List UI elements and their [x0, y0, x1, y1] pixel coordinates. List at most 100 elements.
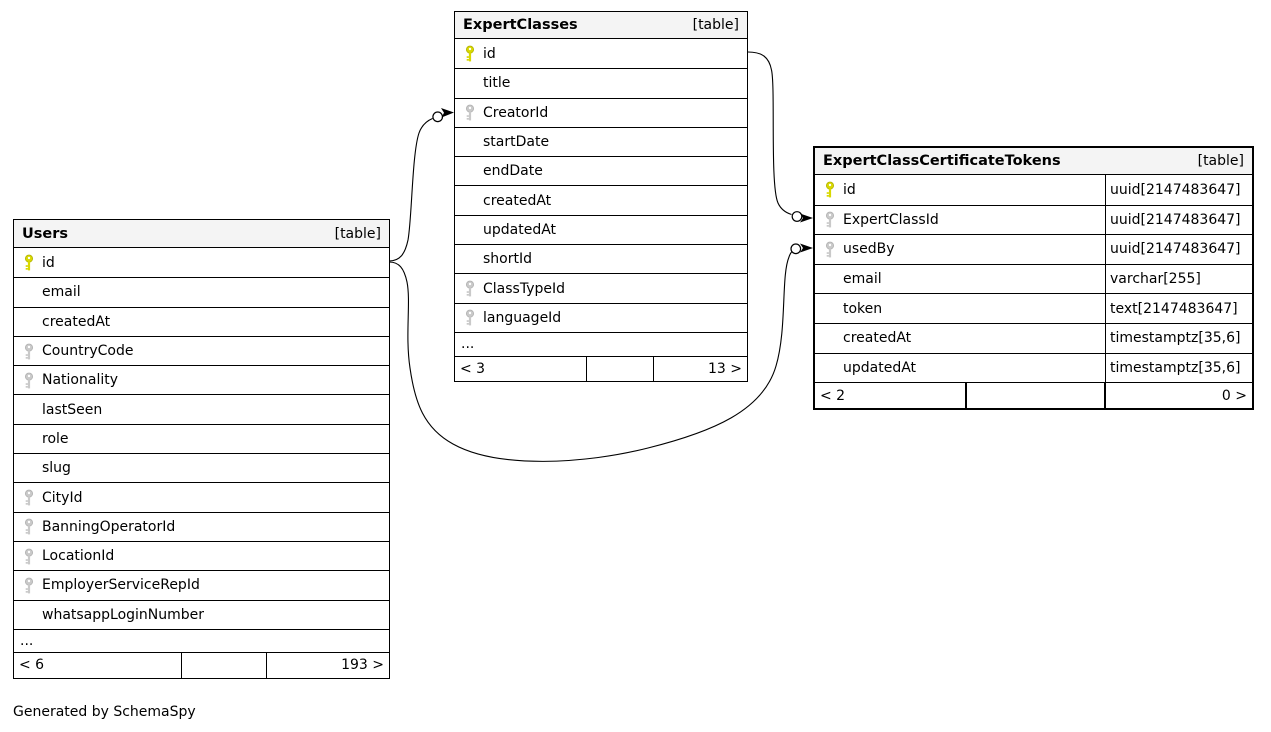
column-row: endDate: [455, 156, 747, 185]
column-row: lastSeen: [14, 394, 389, 423]
column-row: createdAt: [455, 185, 747, 214]
column-name: lastSeen: [42, 401, 103, 418]
column-name: endDate: [483, 163, 543, 180]
column-type: timestamptz[35,6]: [1105, 323, 1252, 353]
column-type: uuid[2147483647]: [1105, 235, 1252, 264]
column-name: createdAt: [42, 313, 111, 330]
column-type: timestamptz[35,6]: [1105, 353, 1252, 383]
column-row: languageId: [455, 302, 747, 332]
foreign-key-icon: [25, 372, 33, 389]
column-type: text[2147483647]: [1105, 294, 1252, 323]
column-row: email: [14, 277, 389, 306]
footer-children-count: < 3: [460, 360, 486, 377]
column-type: uuid[2147483647]: [1105, 175, 1252, 205]
column-name: BanningOperatorId: [42, 518, 176, 535]
relationship-endpoint-circle: [790, 243, 802, 255]
footer-middle-cell: [181, 652, 266, 678]
column-name: startDate: [483, 134, 550, 151]
column-row: updatedAt: [455, 214, 747, 244]
table-type-label: [table]: [334, 225, 381, 242]
primary-key-icon: [463, 45, 477, 62]
column-row: email varchar[255]: [815, 263, 1252, 294]
primary-key-icon: [25, 254, 33, 271]
foreign-key-icon: [466, 309, 474, 326]
column-row: startDate: [455, 126, 747, 156]
column-name: id: [483, 45, 496, 62]
footer-children-count: < 6: [19, 657, 45, 674]
primary-key-icon: [826, 181, 834, 198]
table-type-label: [table]: [692, 17, 739, 33]
foreign-key-icon: [463, 280, 477, 297]
column-row: id: [455, 39, 747, 68]
primary-key-icon: [22, 254, 36, 271]
column-name: whatsappLoginNumber: [42, 606, 205, 623]
footer-middle-cell: [965, 383, 1104, 409]
relationship-arrowhead: [441, 108, 454, 118]
column-name: id: [843, 181, 856, 198]
column-name: updatedAt: [483, 221, 557, 238]
table-expertclasscertificatetokens: ExpertClassCertificateTokens [table] id u…: [813, 146, 1254, 411]
relationship-arrowhead: [800, 243, 813, 253]
column-row: LocationId: [14, 540, 389, 570]
column-row: CreatorId: [455, 97, 747, 127]
footer-parents-count: 193 >: [266, 652, 389, 678]
table-users-footer: < 6 193 >: [14, 651, 389, 678]
column-row: slug: [14, 453, 389, 482]
foreign-key-icon: [22, 372, 36, 389]
foreign-key-icon: [826, 211, 834, 228]
table-expertclasses-header[interactable]: ExpertClasses [table]: [455, 12, 747, 39]
table-expertclasscertificatetokens-header[interactable]: ExpertClassCertificateTokens [table]: [815, 148, 1252, 175]
relationship-line-users-to-expertclasses: [388, 117, 433, 262]
column-name: email: [42, 284, 81, 301]
column-row: shortId: [455, 244, 747, 273]
column-name: token: [843, 300, 883, 317]
column-name: usedBy: [843, 241, 895, 258]
primary-key-icon: [466, 45, 474, 62]
foreign-key-icon: [823, 211, 837, 228]
ellipsis-row: ...: [455, 331, 747, 356]
column-name: Nationality: [42, 372, 119, 389]
table-users-header[interactable]: Users [table]: [14, 220, 389, 248]
column-row: token text[2147483647]: [815, 293, 1252, 323]
column-row: id: [14, 248, 389, 277]
column-row: EmployerServiceRepId: [14, 570, 389, 599]
column-row: createdAt timestamptz[35,6]: [815, 322, 1252, 353]
column-name: CreatorId: [483, 104, 549, 121]
table-users-title[interactable]: Users: [22, 225, 69, 242]
column-row: CountryCode: [14, 335, 389, 365]
column-row: whatsappLoginNumber: [14, 599, 389, 629]
footer-middle-cell: [586, 356, 653, 381]
column-name: ClassTypeId: [483, 280, 566, 297]
ellipsis-row: ...: [14, 628, 389, 652]
foreign-key-icon: [22, 548, 36, 565]
column-row: role: [14, 423, 389, 453]
column-name: email: [843, 271, 882, 288]
foreign-key-icon: [823, 241, 837, 258]
column-row: Nationality: [14, 365, 389, 394]
column-name: shortId: [483, 251, 532, 268]
column-name: createdAt: [483, 192, 552, 209]
column-row: BanningOperatorId: [14, 511, 389, 541]
table-expertclasscertificatetokens-title[interactable]: ExpertClassCertificateTokens: [823, 153, 1061, 169]
relationship-endpoint-circle: [791, 211, 803, 222]
table-type-label: [table]: [1197, 153, 1244, 169]
column-name: CountryCode: [42, 343, 134, 360]
column-row: createdAt: [14, 306, 389, 336]
column-name: createdAt: [843, 330, 912, 347]
table-expertclasses-title[interactable]: ExpertClasses: [463, 17, 578, 33]
footer-parents-count: 13 >: [653, 356, 747, 381]
foreign-key-icon: [826, 241, 834, 258]
primary-key-icon: [823, 181, 837, 198]
column-name: CityId: [42, 489, 83, 506]
relationship-line-expertclasses-to-tokens: [747, 51, 792, 216]
column-type: varchar[255]: [1105, 264, 1252, 294]
foreign-key-icon: [22, 577, 36, 594]
foreign-key-icon: [25, 577, 33, 594]
column-name: id: [42, 254, 55, 271]
